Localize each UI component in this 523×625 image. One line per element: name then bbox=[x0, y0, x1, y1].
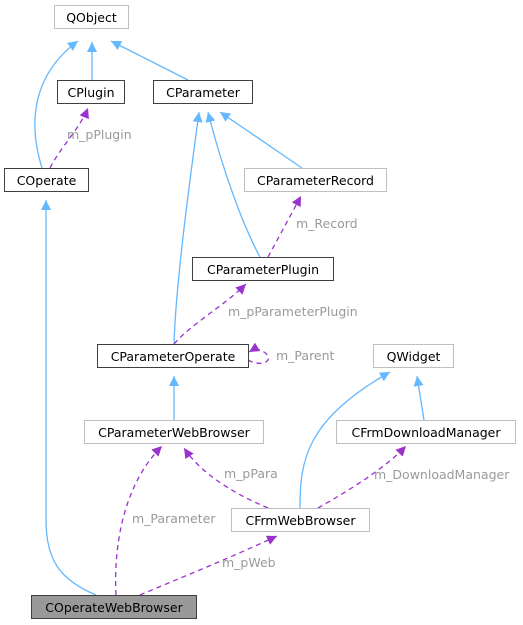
node-cfrmdownloadmanager[interactable]: CFrmDownloadManager bbox=[336, 420, 516, 444]
node-qwidget[interactable]: QWidget bbox=[373, 344, 454, 368]
edge-coperatewebbrowser-coperate bbox=[41, 200, 97, 596]
node-cfrmwebbrowser[interactable]: CFrmWebBrowser bbox=[231, 508, 370, 532]
edge-cfrmdownloadmanager-qwidget bbox=[413, 375, 425, 421]
edge-cparameterplugin-cparameterrecord-usage bbox=[267, 195, 302, 258]
label-m-record: m_Record bbox=[296, 216, 358, 231]
node-coperate[interactable]: COperate bbox=[4, 168, 89, 192]
edge-cparameteroperate-cparameter bbox=[173, 111, 203, 345]
label-m-pplugin: m_pPlugin bbox=[67, 127, 132, 142]
edge-coperate-qobject bbox=[34, 40, 79, 169]
node-cplugin[interactable]: CPlugin bbox=[57, 80, 125, 104]
edge-cparameter-qobject bbox=[110, 40, 189, 81]
label-m-ppara: m_pPara bbox=[224, 466, 278, 481]
edge-cparameterplugin-cparameter bbox=[205, 111, 261, 258]
label-m-pparameterplugin: m_pParameterPlugin bbox=[228, 304, 358, 319]
edge-cfrmwebbrowser-cparameterwebbrowser-usage bbox=[183, 447, 269, 509]
edge-cfrmwebbrowser-qwidget bbox=[299, 371, 391, 509]
label-m-pweb: m_pWeb bbox=[222, 555, 276, 570]
node-coperatewebbrowser[interactable]: COperateWebBrowser bbox=[31, 595, 197, 619]
node-cparameterrecord[interactable]: CParameterRecord bbox=[244, 168, 387, 192]
edge-coperate-cplugin-usage bbox=[49, 107, 89, 169]
node-cparameteroperate[interactable]: CParameterOperate bbox=[97, 344, 249, 368]
node-cparameterplugin[interactable]: CParameterPlugin bbox=[192, 257, 334, 281]
node-cparameter[interactable]: CParameter bbox=[153, 80, 253, 104]
node-qobject[interactable]: QObject bbox=[54, 5, 129, 29]
label-m-parameter: m_Parameter bbox=[132, 511, 216, 526]
edge-cfrmwebbrowser-cfrmdownloadmanager-usage bbox=[317, 445, 407, 509]
label-m-downloadmanager: m_DownloadManager bbox=[374, 467, 510, 482]
edge-cparameteroperate-self-usage bbox=[247, 342, 270, 364]
edge-cparameteroperate-cparameterplugin-usage bbox=[173, 283, 247, 345]
node-cparameterwebbrowser[interactable]: CParameterWebBrowser bbox=[84, 420, 264, 444]
edge-coperatewebbrowser-cparameterwebbrowser-usage bbox=[114, 445, 163, 596]
label-m-parent: m_Parent bbox=[276, 348, 335, 363]
edge-cparameterrecord-cparameter bbox=[219, 111, 303, 169]
